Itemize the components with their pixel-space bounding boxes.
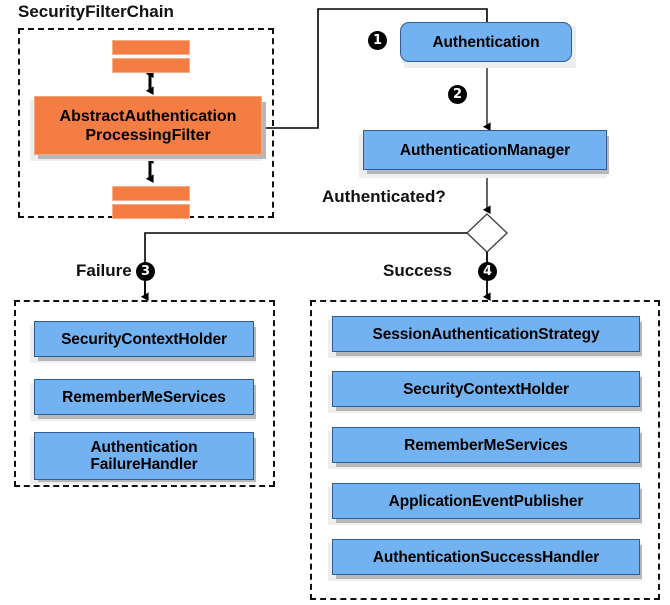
failure-branch-label: Failure xyxy=(76,261,132,280)
failure-node-remember-me-services[interactable]: RememberMeServices xyxy=(34,379,254,415)
success-node-security-context-holder[interactable]: SecurityContextHolder xyxy=(332,371,640,407)
failure-node-3-label-line1: Authentication xyxy=(90,439,198,456)
success-branch-label: Success xyxy=(383,261,452,280)
filter-node-label-line2: ProcessingFilter xyxy=(85,126,211,144)
security-filter-chain-title: SecurityFilterChain xyxy=(18,2,174,21)
success-node-1-label: SessionAuthenticationStrategy xyxy=(372,325,600,343)
authentication-label: Authentication xyxy=(432,33,540,51)
filter-bar-top-1 xyxy=(112,40,190,55)
failure-group xyxy=(14,300,275,487)
node-authentication[interactable]: Authentication xyxy=(400,22,572,62)
failure-node-3-label-line2: FailureHandler xyxy=(90,456,198,473)
decision-diamond xyxy=(465,213,509,253)
step-badge-2: 2 xyxy=(448,85,467,104)
filter-bar-top-2 xyxy=(112,58,190,73)
step-badge-3: 3 xyxy=(136,262,155,281)
success-group xyxy=(310,300,660,600)
success-node-3-label: RememberMeServices xyxy=(404,436,568,454)
success-node-session-authentication-strategy[interactable]: SessionAuthenticationStrategy xyxy=(332,316,640,352)
node-authentication-manager[interactable]: AuthenticationManager xyxy=(363,130,607,170)
node-abstract-authentication-processing-filter[interactable]: AbstractAuthentication ProcessingFilter xyxy=(34,96,262,155)
success-node-2-label: SecurityContextHolder xyxy=(403,380,569,398)
filter-node-label-line1: AbstractAuthentication xyxy=(59,107,237,125)
success-node-authentication-success-handler[interactable]: AuthenticationSuccessHandler xyxy=(332,539,640,575)
step-badge-4: 4 xyxy=(478,262,497,281)
decision-question-label: Authenticated? xyxy=(322,187,446,206)
failure-node-1-label: SecurityContextHolder xyxy=(61,330,227,348)
success-node-remember-me-services[interactable]: RememberMeServices xyxy=(332,427,640,463)
filter-bar-bottom-2 xyxy=(112,204,190,219)
success-node-5-label: AuthenticationSuccessHandler xyxy=(372,548,600,566)
success-node-4-label: ApplicationEventPublisher xyxy=(388,492,584,510)
failure-node-2-label: RememberMeServices xyxy=(62,388,226,406)
step-badge-1: 1 xyxy=(368,31,387,50)
failure-node-authentication-failure-handler[interactable]: Authentication FailureHandler xyxy=(34,432,254,480)
success-node-application-event-publisher[interactable]: ApplicationEventPublisher xyxy=(332,483,640,519)
failure-node-security-context-holder[interactable]: SecurityContextHolder xyxy=(34,321,254,357)
filter-bar-bottom-1 xyxy=(112,186,190,201)
authentication-manager-label: AuthenticationManager xyxy=(399,141,571,159)
